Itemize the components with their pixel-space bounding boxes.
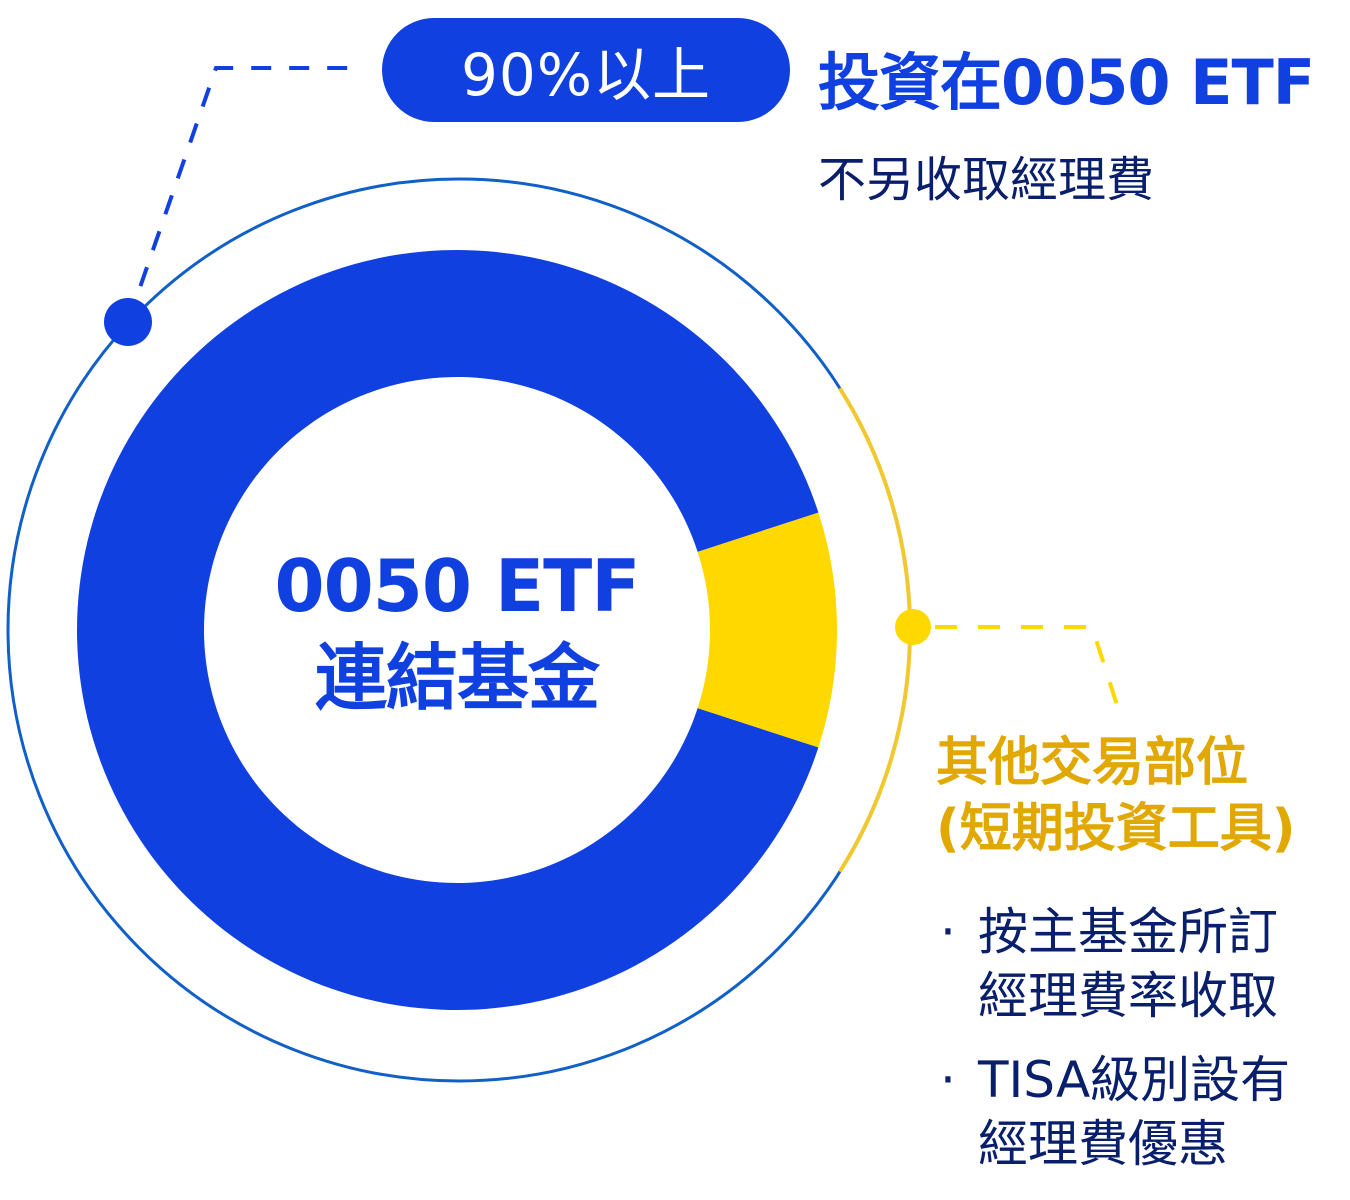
bullet-marker: · [940, 903, 956, 961]
bullet-line: 按主基金所訂 [978, 903, 1278, 961]
donut-slice-etf [77, 250, 819, 1011]
bullet-line: TISA級別設有 [978, 1051, 1291, 1109]
center-label-line1: 0050 ETF [274, 544, 641, 628]
percent-badge: 90%以上 [382, 18, 790, 122]
main-callout-title: 投資在0050 ETF [818, 46, 1315, 119]
bullet-item: · 按主基金所訂 經理費率收取 [936, 900, 1290, 1028]
bullet-line: 經理費優惠 [978, 1115, 1228, 1173]
bullet-marker: · [940, 1051, 956, 1109]
donut-slice-other [697, 512, 837, 748]
bullet-list: · 按主基金所訂 經理費率收取 · TISA級別設有 經理費優惠 [936, 900, 1290, 1196]
center-label-line2: 連結基金 [314, 636, 600, 720]
other-callout: 其他交易部位 (短期投資工具) [936, 730, 1296, 862]
marker-dot-blue [104, 298, 152, 346]
other-callout-subtitle: (短期投資工具) [936, 799, 1296, 859]
leader-line-blue [126, 66, 350, 323]
bullet-line: 經理費率收取 [978, 967, 1278, 1025]
other-callout-title: 其他交易部位 [936, 733, 1249, 793]
marker-dot-yellow [895, 609, 931, 645]
center-label: 0050 ETF 連結基金 [257, 540, 657, 724]
leader-line-yellow [935, 625, 1119, 706]
main-callout-subtitle: 不另收取經理費 [818, 152, 1155, 208]
bullet-item: · TISA級別設有 經理費優惠 [936, 1048, 1290, 1176]
